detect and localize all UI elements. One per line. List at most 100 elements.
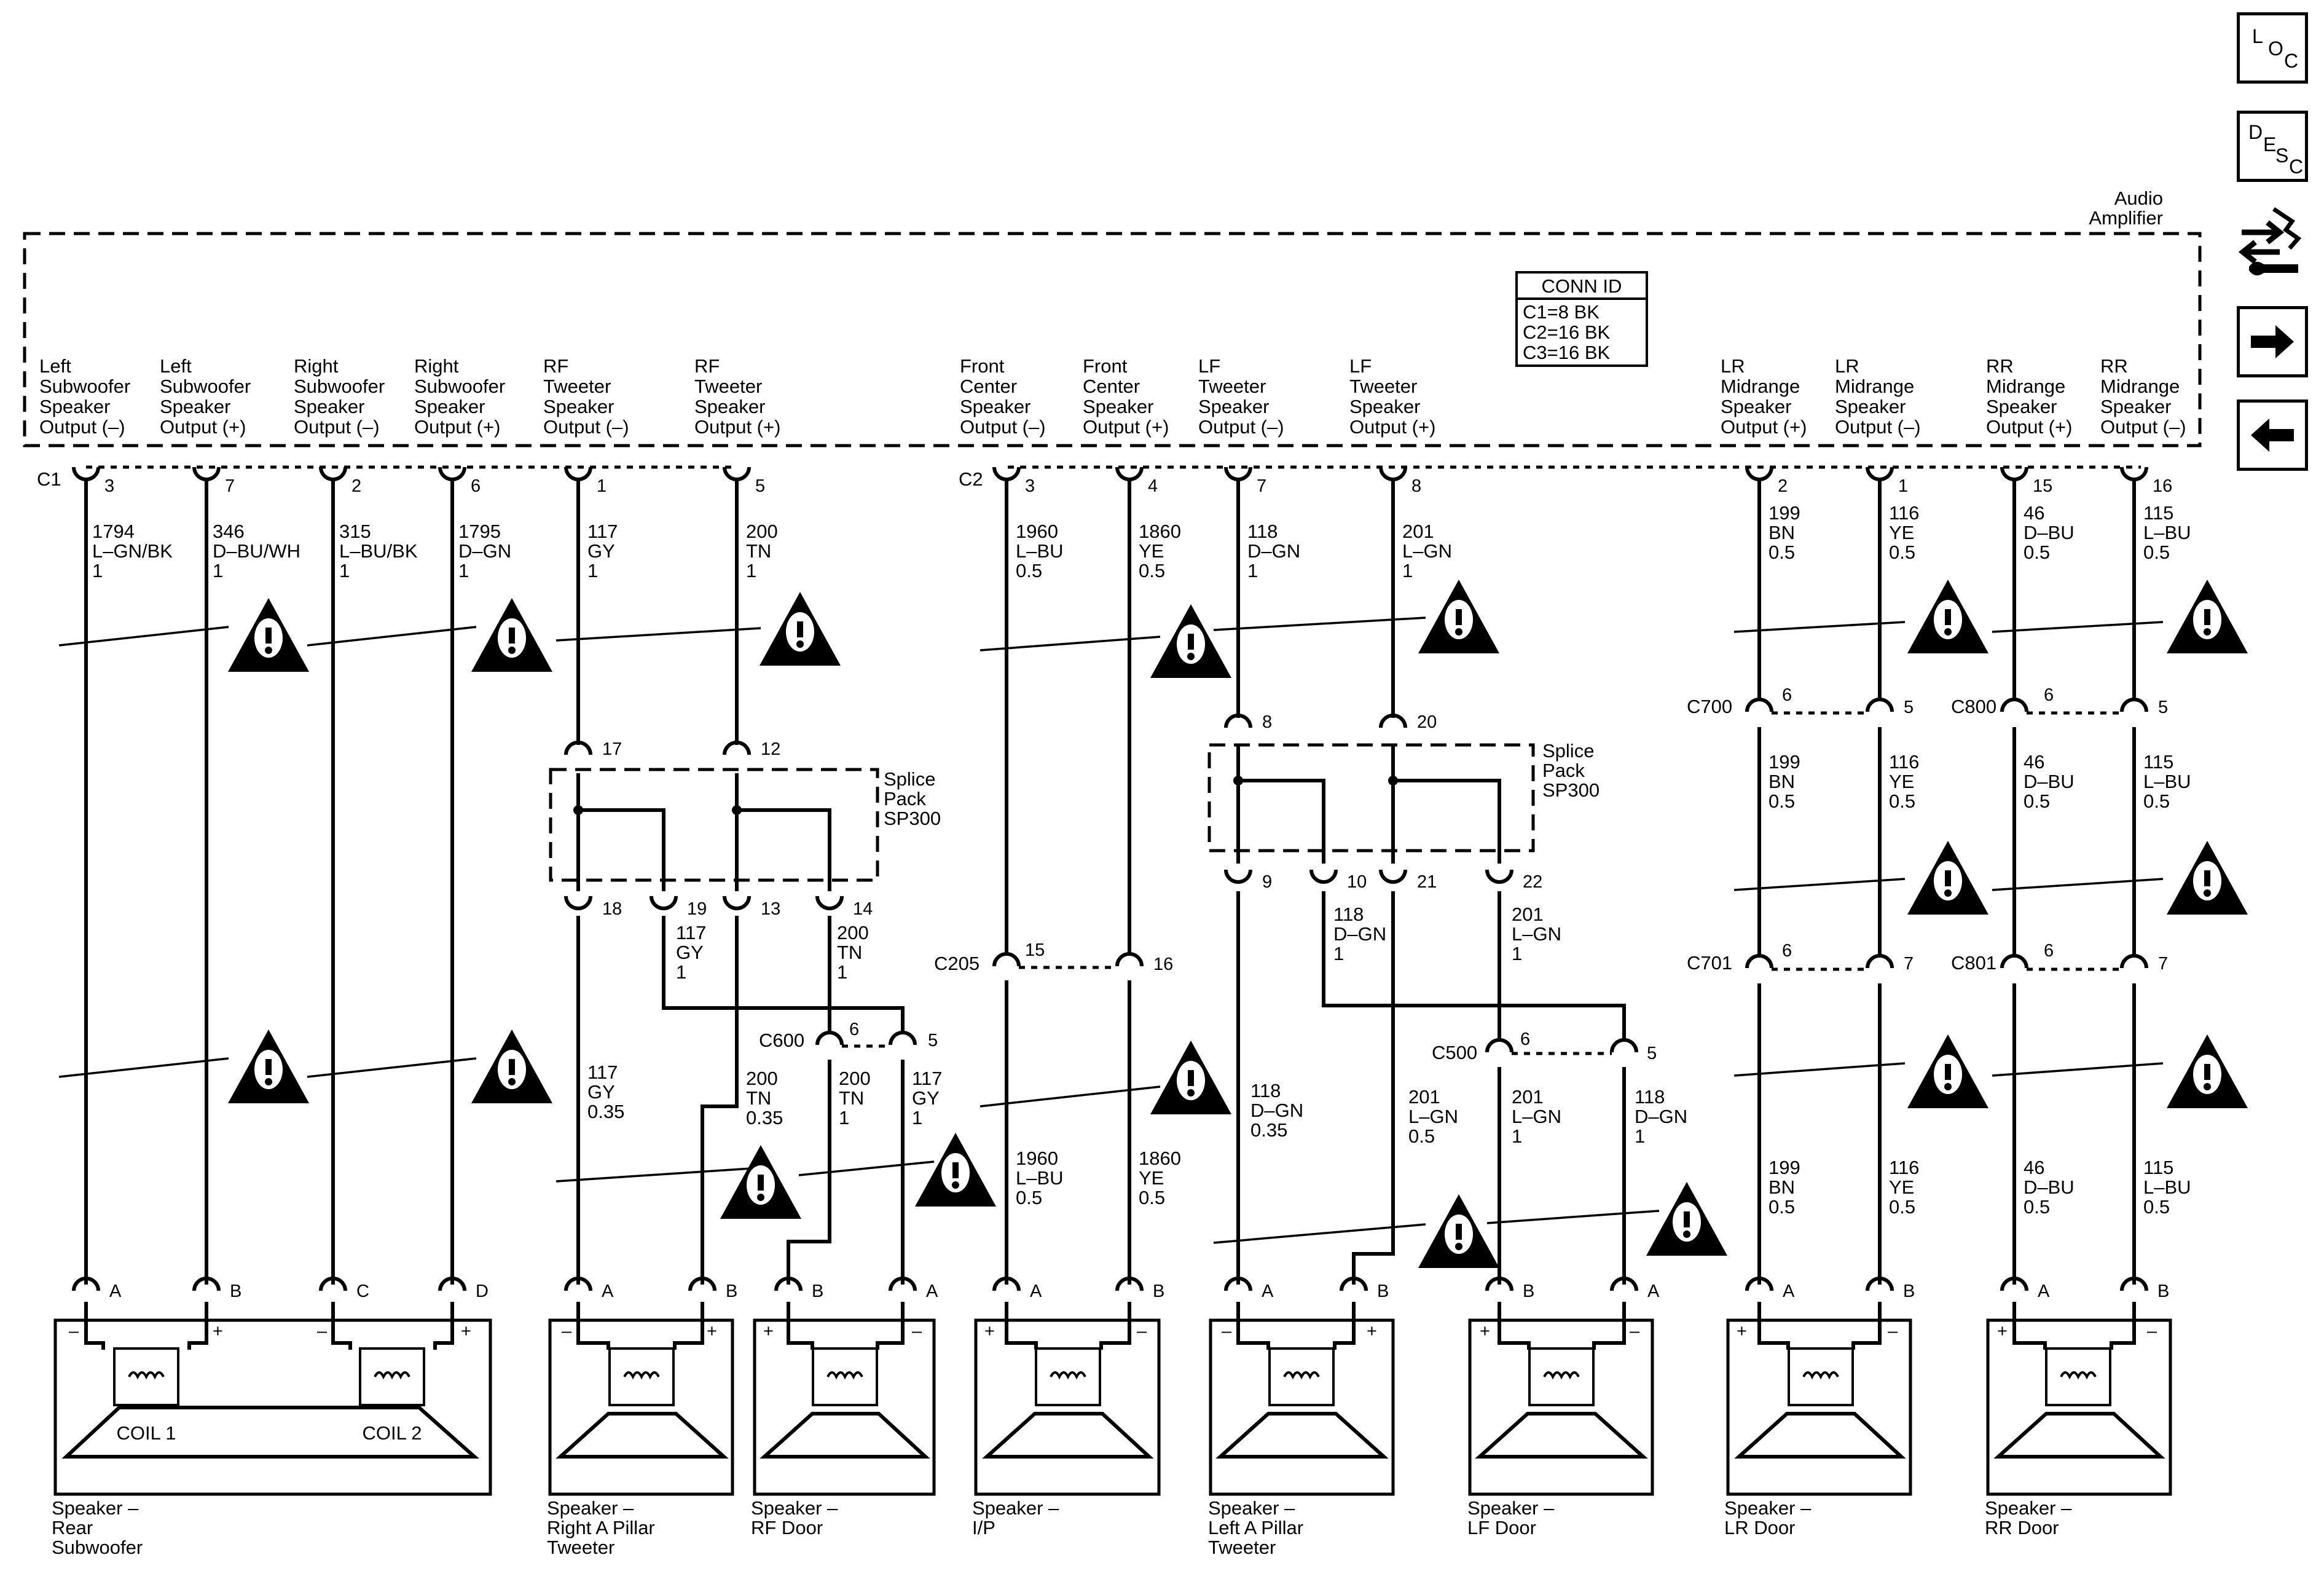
svg-text:46: 46 xyxy=(2024,502,2044,524)
caution-icon xyxy=(228,598,309,672)
svg-text:Splice: Splice xyxy=(884,768,935,790)
svg-text:21: 21 xyxy=(1417,872,1437,892)
splice-pack-lf: Splice Pack SP300 xyxy=(1207,740,1600,864)
svg-text:346: 346 xyxy=(213,521,245,542)
next-button[interactable] xyxy=(2237,306,2308,377)
svg-text:17: 17 xyxy=(602,739,622,759)
caution-icon xyxy=(1907,1034,1988,1108)
caution-icon xyxy=(1150,1041,1231,1114)
wire-label: 46D–BU0.5 xyxy=(2024,1157,2075,1218)
svg-text:9: 9 xyxy=(1262,872,1272,892)
svg-text:Speaker –: Speaker – xyxy=(52,1497,139,1519)
loc-button[interactable]: L O C xyxy=(2237,12,2308,84)
conn-id-line: C3=16 BK xyxy=(1523,342,1611,363)
svg-text:Rear: Rear xyxy=(52,1517,93,1538)
connector-labels: C205 C600 C500 C700 C701 C800 C801 xyxy=(759,696,1996,1063)
svg-text:Output (+): Output (+) xyxy=(694,416,780,438)
svg-text:0.5: 0.5 xyxy=(1139,1187,1165,1208)
amp-pin: 15 xyxy=(2033,476,2052,496)
svg-text:Speaker: Speaker xyxy=(694,396,765,417)
caution-icon xyxy=(2167,841,2248,915)
connector-c700: C700 xyxy=(1687,696,1732,717)
svg-text:+: + xyxy=(707,1321,717,1341)
svg-text:Speaker: Speaker xyxy=(543,396,614,417)
svg-text:19: 19 xyxy=(687,899,707,919)
caution-icon xyxy=(1907,841,1988,915)
svg-text:TN: TN xyxy=(839,1087,864,1109)
amplifier-label: Audio xyxy=(2114,187,2163,209)
prev-button[interactable] xyxy=(2237,400,2308,471)
svg-text:Speaker –: Speaker – xyxy=(1208,1497,1295,1519)
svg-text:200: 200 xyxy=(746,521,778,542)
svg-text:COIL 1: COIL 1 xyxy=(116,1422,176,1444)
caution-icon xyxy=(2167,1034,2248,1108)
svg-text:13: 13 xyxy=(761,899,780,919)
svg-text:Speaker –: Speaker – xyxy=(1724,1497,1812,1519)
svg-text:Tweeter: Tweeter xyxy=(1198,376,1266,397)
svg-text:Subwoofer: Subwoofer xyxy=(52,1537,143,1558)
svg-text:Center: Center xyxy=(960,376,1017,397)
svg-text:TN: TN xyxy=(746,540,771,562)
svg-text:B: B xyxy=(1377,1282,1389,1301)
amp-pin: 3 xyxy=(1025,476,1035,496)
svg-text:Subwoofer: Subwoofer xyxy=(39,376,130,397)
svg-text:Left: Left xyxy=(39,355,71,377)
svg-text:12: 12 xyxy=(761,739,780,759)
svg-text:L–GN: L–GN xyxy=(1512,1106,1561,1127)
svg-text:117: 117 xyxy=(587,521,618,542)
svg-text:14: 14 xyxy=(853,899,873,919)
svg-text:L–BU: L–BU xyxy=(2143,522,2191,543)
amp-pin-arcs xyxy=(72,467,2148,481)
svg-text:199: 199 xyxy=(1769,1157,1800,1178)
arrow-left-icon xyxy=(2251,419,2294,452)
audio-amplifier-box: Audio Amplifier xyxy=(23,187,2202,447)
amp-pin: 5 xyxy=(755,476,765,496)
svg-text:1794: 1794 xyxy=(92,521,135,542)
svg-text:Output (–): Output (–) xyxy=(294,416,380,438)
svg-text:Speaker –: Speaker – xyxy=(1467,1497,1555,1519)
svg-text:C: C xyxy=(356,1282,369,1301)
repair-tool-icon[interactable] xyxy=(2237,203,2310,283)
svg-text:201: 201 xyxy=(1512,1086,1544,1108)
conn-id-title: CONN ID xyxy=(1542,275,1622,297)
svg-text:Speaker –: Speaker – xyxy=(751,1497,838,1519)
svg-text:B: B xyxy=(812,1282,823,1301)
amp-pin: 7 xyxy=(225,476,235,496)
svg-text:0.5: 0.5 xyxy=(1408,1125,1435,1147)
svg-text:Speaker –: Speaker – xyxy=(972,1497,1059,1519)
svg-text:+: + xyxy=(1737,1321,1747,1341)
connector-c1: C1 xyxy=(37,468,61,490)
svg-text:5: 5 xyxy=(1647,1044,1657,1063)
svg-text:1: 1 xyxy=(339,560,350,581)
svg-text:Right A Pillar: Right A Pillar xyxy=(547,1517,655,1538)
svg-text:Speaker: Speaker xyxy=(1198,396,1269,417)
inline-connectors xyxy=(564,698,2148,1053)
svg-text:Midrange: Midrange xyxy=(1986,376,2065,397)
splice-pack-rf: Splice Pack SP300 xyxy=(549,768,941,891)
amp-pin: 6 xyxy=(471,476,481,496)
svg-text:116: 116 xyxy=(1889,502,1919,524)
connector-c2: C2 xyxy=(959,468,983,490)
desc-button[interactable]: D E S C xyxy=(2237,111,2308,182)
